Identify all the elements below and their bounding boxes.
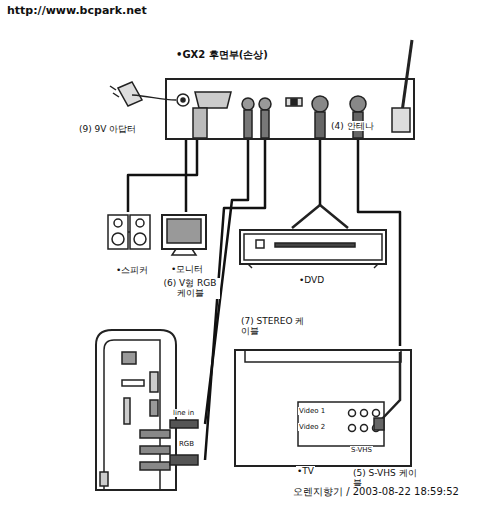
callout-label: (4) 안테나: [330, 121, 375, 131]
device-label: S-VHS: [350, 446, 373, 454]
pc-device: line in RGB: [92, 326, 205, 494]
device-label: (6) V형 RGB 케이블: [160, 278, 220, 299]
device-label: •모니터: [170, 264, 204, 274]
device-label: RGB: [178, 440, 195, 448]
device-label: line in: [172, 409, 195, 417]
device-label: •GX2 후면부(손상): [175, 49, 269, 61]
dvd-device: •DVD: [236, 226, 390, 290]
speaker-device: •스피커: [103, 212, 157, 278]
device-label: •TV: [296, 466, 315, 476]
cable-label: (7) STEREO 케이블: [240, 316, 308, 337]
watermark: http://www.bcpark.net: [6, 5, 148, 18]
device-label: Video 1: [298, 407, 326, 415]
device-label: Video 2: [298, 423, 326, 431]
monitor-device: •모니터 (6) V형 RGB 케이블: [158, 212, 222, 304]
device-label: •스피커: [115, 265, 149, 275]
cable-wire: [205, 140, 265, 460]
cable-wire: [128, 140, 197, 212]
device-label: •DVD: [298, 275, 325, 285]
cable-wire: [320, 140, 321, 205]
callout-label: (9) 9V 아답터: [78, 124, 137, 134]
cable-wire: [186, 140, 187, 212]
tv-device: Video 1 Video 2 S-VHS •TV: [232, 346, 414, 478]
timestamp: 오렌지향기 / 2003-08-22 18:59:52: [292, 486, 460, 498]
cable-wire: [358, 140, 400, 346]
device-box: •GX2 후면부(손상): [165, 78, 415, 140]
